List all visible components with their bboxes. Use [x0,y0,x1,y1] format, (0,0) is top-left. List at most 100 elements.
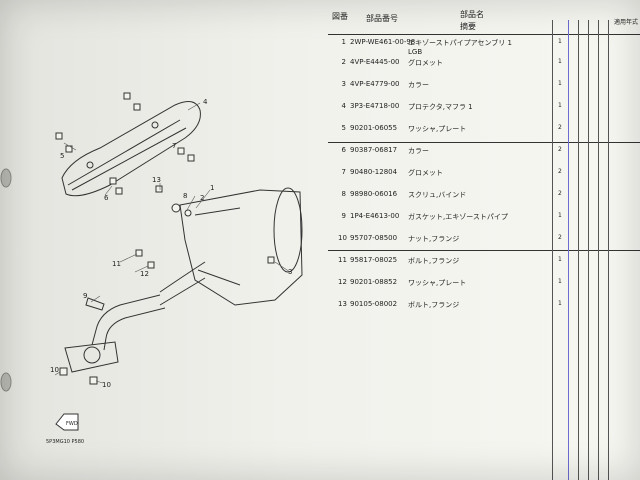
binder-hole [0,372,12,392]
row-ref-number: 3 [341,80,346,88]
callout-4: 4 [203,98,208,106]
row-ref-number: 1 [341,38,346,46]
row-quantity: 1 [558,212,562,219]
row-part-name: ワッシャ,プレート [408,279,467,287]
callout-6: 6 [104,194,109,202]
row-quantity: 1 [558,102,562,109]
row-part-name: ガスケット,エキゾーストパイプ [408,213,508,221]
row-part-name: カラー [408,81,429,89]
row-part-name: ボルト,フランジ [408,301,460,309]
row-ref-number: 5 [341,124,346,132]
callout-11: 11 [112,260,121,268]
col-divider [608,20,609,480]
callout-5: 5 [60,152,64,160]
row-part-name: グロメット [408,59,443,67]
row-quantity: 1 [558,80,562,87]
table-row: 5 90201-06055 ワッシャ,プレート 2 [320,124,640,146]
callout-10a: 10 [102,381,111,389]
diagram-code: 5P3MG10 P580 [46,439,84,445]
table-row: 7 90480-12804 グロメット 2 [320,168,640,190]
muffler-body [159,187,303,306]
row-part-number: 90201-06055 [350,124,398,132]
row-quantity: 1 [558,58,562,65]
leader-lines [54,102,291,384]
row-part-number: 3P3-E4718-00 [350,102,400,110]
row-quantity: 1 [558,278,562,285]
row-part-name: ボルト,フランジ [408,257,460,265]
col-divider [588,20,589,480]
row-part-name: グロメット [408,169,443,177]
fasteners [55,92,275,385]
callout-3: 3 [288,268,292,276]
callout-12: 12 [140,270,149,278]
callout-7: 7 [172,142,176,150]
row-part-name: ナット,フランジ [408,235,460,243]
row-ref-number: 7 [341,168,346,176]
table-row: 3 4VP-E4779-00 カラー 1 [320,80,640,102]
binder-hole [0,168,12,188]
row-part-name: スクリュ,バインド [408,191,467,199]
table-row: 4 3P3-E4718-00 プロテクタ,マフラ 1 1 [320,102,640,124]
header-ref: 図番 [332,12,348,21]
col-divider [552,20,553,480]
section-rule-2 [328,250,640,251]
exhaust-exploded-diagram: 1 2 3 4 5 6 7 8 9 10 10 11 12 13 5P3MG10… [0,92,303,445]
section-rule-1 [328,142,640,143]
row-part-number: 2WP-WE461-00-98 [350,38,416,46]
row-ref-number: 12 [338,278,347,286]
header-part-no: 部品番号 [366,14,398,23]
row-part-name: ワッシャ,プレート [408,125,467,133]
row-part-number: 1P4-E4613-00 [350,212,400,220]
row-quantity: 2 [558,190,562,197]
row-ref-number: 13 [338,300,347,308]
row-quantity: 2 [558,234,562,241]
row-quantity: 2 [558,146,562,153]
row-part-number: 90201-08852 [350,278,398,286]
fwd-label: FWD [66,421,78,427]
row-part-number: 4VP-E4445-00 [350,58,400,66]
row-ref-number: 2 [341,58,346,66]
table-row: 8 98980-06016 スクリュ,バインド 2 [320,190,640,212]
callout-9: 9 [83,292,87,300]
row-part-name: エキゾーストパイプアセンブリ 1 [408,39,512,47]
header-remarks: 摘要 [460,22,476,31]
callout-2: 2 [200,194,204,202]
callout-8: 8 [183,192,187,200]
row-quantity: 1 [558,300,562,307]
fwd-arrow-icon [55,413,79,431]
row-part-number: 95817-08025 [350,256,398,264]
row-part-number: 90387-06817 [350,146,398,154]
header-name: 部品名 [460,10,484,19]
exhaust-pipe [64,294,166,373]
callout-10b: 10 [50,366,59,374]
row-ref-number: 4 [341,102,346,110]
row-part-name: プロテクタ,マフラ 1 [408,103,473,111]
row-quantity: 1 [558,38,562,45]
col-divider [568,20,569,480]
row-part-number: 90480-12804 [350,168,398,176]
table-row: 6 90387-06817 カラー 2 [320,146,640,168]
callout-13: 13 [152,176,161,184]
row-ref-number: 11 [338,256,347,264]
row-ref-number: 6 [341,146,346,154]
col-divider [598,20,599,480]
row-ref-number: 10 [338,234,347,242]
row-part-name: カラー [408,147,429,155]
row-quantity: 2 [558,168,562,175]
row-ref-number: 8 [341,190,346,198]
row-remark: LGB [408,48,423,56]
row-quantity: 2 [558,124,562,131]
row-part-number: 4VP-E4779-00 [350,80,400,88]
header-applicable: 適用年式 [614,19,639,26]
row-part-number: 95707-08500 [350,234,398,242]
table-row: 2 4VP-E4445-00 グロメット 1 [320,58,640,80]
row-quantity: 1 [558,256,562,263]
row-part-number: 98980-06016 [350,190,398,198]
